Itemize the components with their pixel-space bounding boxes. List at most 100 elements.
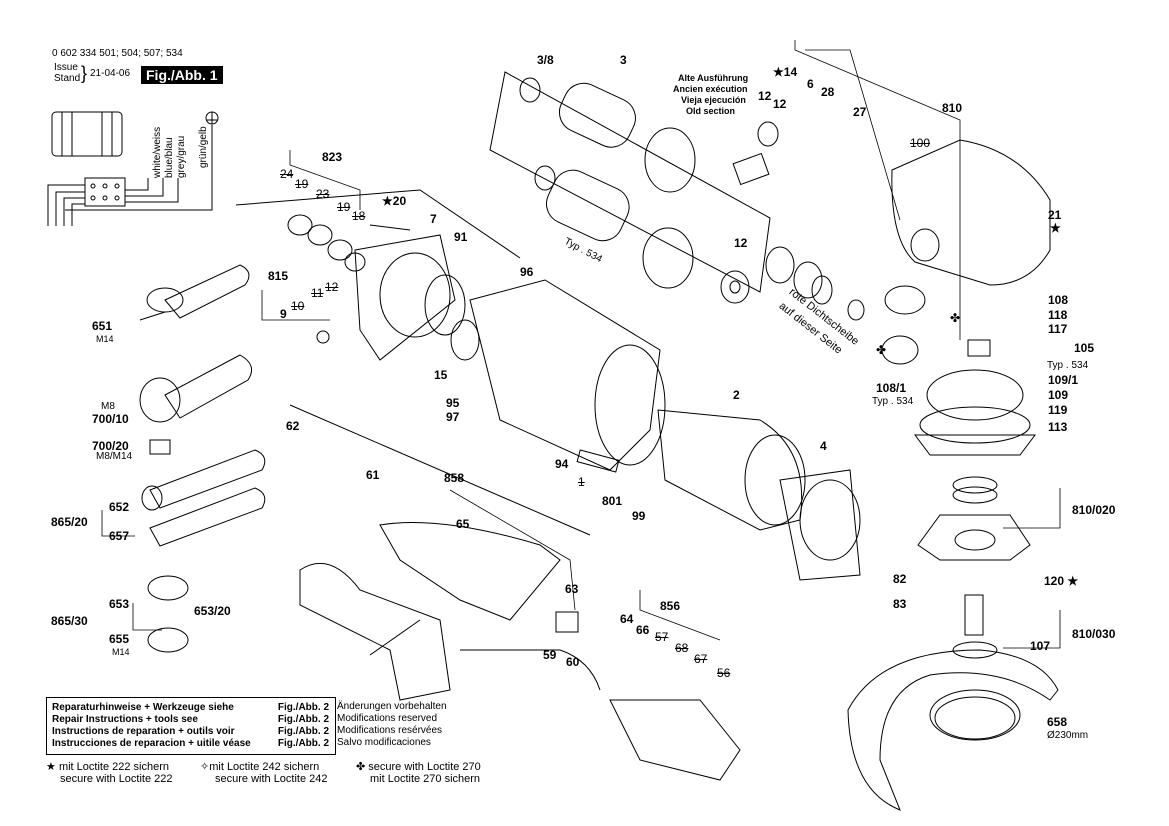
issue-date: 21-04-06 — [90, 68, 131, 79]
loctite-star-icon: ★ — [1067, 574, 1079, 588]
callout-15: 15 — [434, 368, 448, 382]
wire-label-grey: grey/grau — [176, 135, 187, 178]
issue-label: Issue — [54, 62, 78, 73]
label-diameter-230: Ø230mm — [1047, 730, 1089, 741]
callout-3: 3 — [620, 53, 627, 67]
callout-865-20: 865/20 — [51, 515, 88, 529]
callout-858: 858 — [444, 471, 465, 485]
callout-119: 119 — [1048, 403, 1068, 417]
callout-63: 63 — [565, 582, 579, 596]
callout-20: ★20 — [382, 194, 407, 208]
callout-97: 97 — [446, 410, 460, 424]
old-version-fr: Ancien exécution — [673, 84, 748, 94]
callout-823: 823 — [322, 150, 343, 164]
callout-83: 83 — [893, 597, 907, 611]
label-typ-534-a: Typ . 534 — [1047, 360, 1089, 371]
callout-19-b: 19 — [337, 200, 351, 214]
callout-67: 67 — [694, 652, 708, 666]
callout-108: 108 — [1048, 293, 1069, 307]
callout-4: 4 — [820, 439, 827, 453]
callout-810-020: 810/020 — [1072, 503, 1116, 517]
old-version-es: Vieja ejecución — [681, 95, 746, 105]
callout-7: 7 — [430, 212, 437, 226]
repair-ref-en: Fig./Abb. 2 — [277, 714, 329, 725]
callout-105: 105 — [1074, 341, 1095, 355]
callout-651: 651 — [92, 319, 113, 333]
repair-row-fr: Instructions de reparation + outils voir — [52, 726, 235, 737]
modifications-es: Salvo modificaciones — [337, 737, 431, 748]
loctite-270-legend-de: mit Loctite 270 sichern — [370, 773, 481, 785]
clover-icon: ✤ — [950, 311, 961, 325]
modifications-de: Änderungen vorbehalten — [337, 701, 447, 712]
repair-info-box: Reparaturhinweise + Werkzeuge siehe Fig.… — [46, 697, 336, 755]
repair-row-en: Repair Instructions + tools see — [52, 714, 198, 725]
label-typ-534-b: Typ . 534 — [872, 396, 914, 407]
callout-21: 21 — [1048, 208, 1062, 222]
callout-120: 120 ★ — [1044, 574, 1079, 588]
label-m8-m14: M8/M14 — [96, 451, 133, 462]
callout-18: 18 — [352, 209, 366, 223]
callout-856: 856 — [660, 599, 681, 613]
callout-10: 10 — [291, 299, 305, 313]
callout-57: 57 — [655, 630, 669, 644]
wire-label-green-yellow: grün/gelb — [198, 126, 209, 168]
brace: } — [81, 63, 88, 83]
open-star-icon: ✧ — [200, 761, 210, 773]
callout-28: 28 — [821, 85, 835, 99]
callout-12-b: 12 — [773, 97, 787, 111]
callout-62: 62 — [286, 419, 300, 433]
clover-icon: ✤ — [876, 343, 887, 357]
callout-113: 113 — [1048, 420, 1068, 434]
label-m8: M8 — [101, 401, 115, 412]
loctite-star-icon: ★ — [773, 65, 784, 79]
callout-118: 118 — [1048, 308, 1068, 322]
callout-24: 24 — [280, 167, 294, 181]
repair-row-es: Instrucciones de reparacion + uitile véa… — [52, 738, 251, 749]
callout-11: 11 — [311, 286, 324, 300]
label-m14-a: M14 — [96, 334, 114, 344]
callout-12-a: 12 — [758, 89, 772, 103]
callout-99: 99 — [632, 509, 646, 523]
loctite-star-icon: ★ — [382, 194, 393, 208]
callout-3-8: 3/8 — [537, 53, 554, 67]
loctite-222-legend: ★ mit Loctite 222 sichern — [46, 761, 169, 773]
callout-108-1: 108/1 — [876, 381, 907, 395]
callout-82: 82 — [893, 572, 907, 586]
part-numbers: 0 602 334 501; 504; 507; 534 — [52, 48, 183, 59]
old-version-en: Old section — [686, 106, 736, 116]
modifications-en: Modifications reserved — [337, 713, 438, 724]
callout-653-20: 653/20 — [194, 604, 231, 618]
callout-14: ★14 — [773, 65, 798, 79]
callout-109-1: 109/1 — [1048, 373, 1079, 387]
callout-12-c: 12 — [734, 236, 748, 250]
wiring-diagram — [47, 111, 219, 226]
callout-56: 56 — [717, 666, 731, 680]
callout-653: 653 — [109, 597, 130, 611]
callout-19-a: 19 — [295, 177, 309, 191]
callout-61: 61 — [366, 468, 380, 482]
loctite-star-icon: ★ — [1050, 221, 1061, 235]
callout-865-30: 865/30 — [51, 614, 88, 628]
callout-95: 95 — [446, 396, 460, 410]
figure-label: Fig./Abb. 1 — [141, 66, 223, 84]
loctite-222-legend-en: secure with Loctite 222 — [60, 773, 173, 785]
callout-117: 117 — [1048, 322, 1068, 336]
callout-68: 68 — [675, 641, 689, 655]
callout-700-20: 700/20 — [92, 439, 129, 453]
stand-label: Stand — [54, 73, 81, 84]
gear-head-group — [847, 139, 1059, 811]
motor-housing-group — [469, 279, 861, 581]
end-shield-group — [235, 189, 521, 361]
callout-810: 810 — [942, 101, 963, 115]
callout-66: 66 — [636, 623, 650, 637]
callout-1: 1 — [578, 475, 585, 489]
wire-label-blue: blue/blau — [164, 137, 175, 178]
label-m14-b: M14 — [112, 647, 130, 657]
callout-815: 815 — [268, 269, 289, 283]
handle-switch-group — [289, 404, 741, 781]
callout-655: 655 — [109, 632, 130, 646]
callout-652: 652 — [109, 500, 130, 514]
callout-94: 94 — [555, 457, 569, 471]
loctite-242-legend-en: secure with Loctite 242 — [215, 773, 328, 785]
